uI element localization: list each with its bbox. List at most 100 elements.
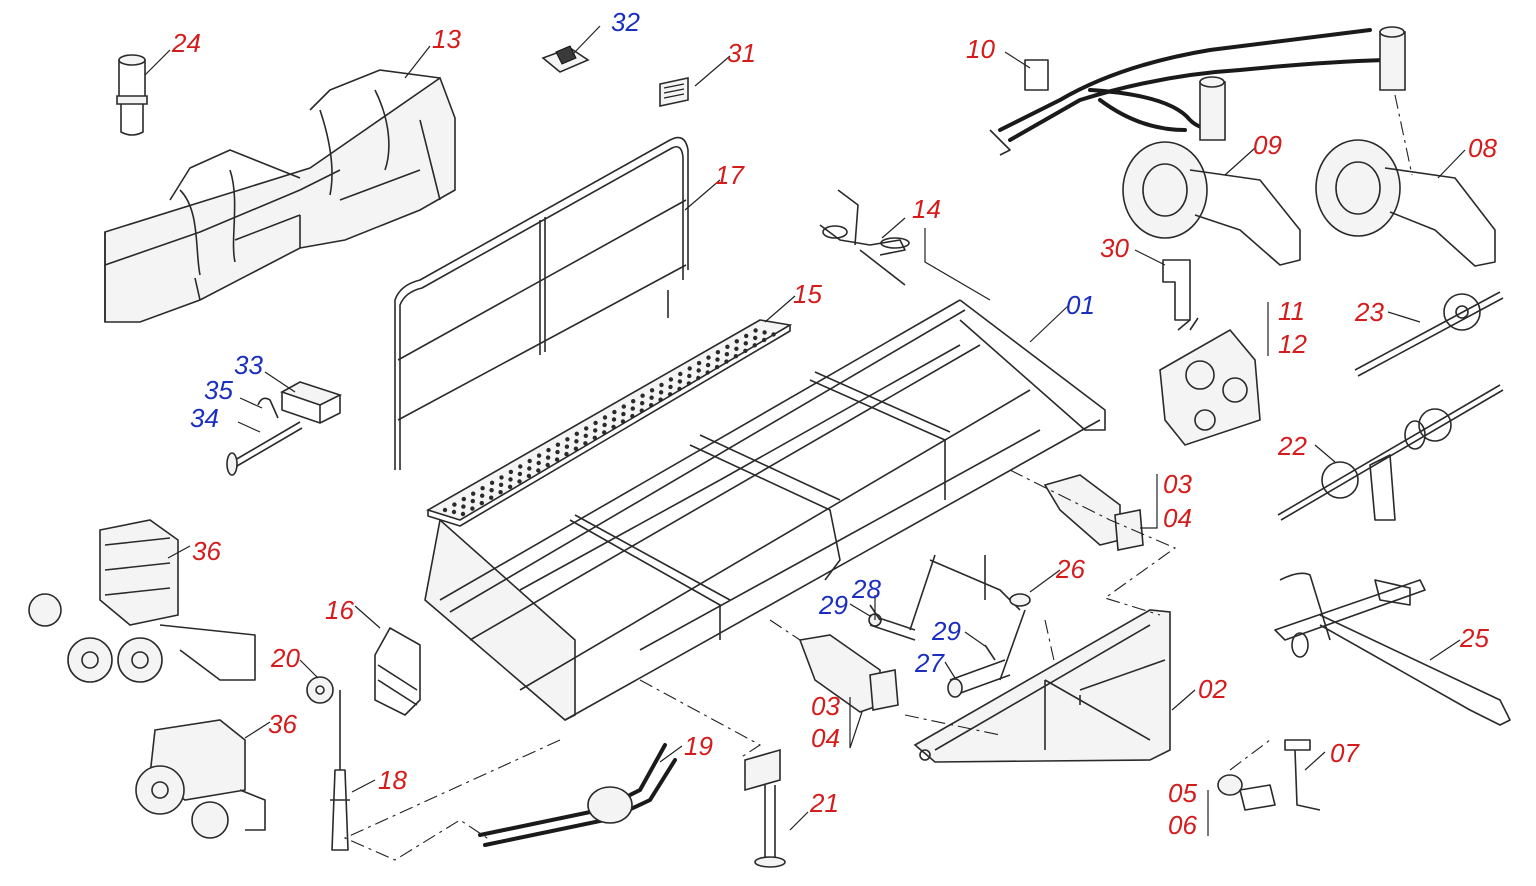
label-36-upper: 36 (192, 536, 221, 566)
perforation-hole (536, 460, 541, 466)
perforation-hole (743, 348, 748, 353)
label-29-left: 29 (819, 590, 848, 620)
part-23-shaft (1354, 291, 1504, 377)
part-07-pin (1284, 739, 1321, 811)
label-32: 32 (611, 7, 640, 37)
perforation-hole (658, 390, 664, 395)
perforation-hole (630, 406, 635, 411)
part-17-railing (394, 136, 689, 470)
perforation-hole (461, 496, 466, 502)
perforation-hole (668, 384, 673, 390)
part-03-04-hitch-lower (798, 634, 899, 713)
perforation-hole (583, 441, 588, 446)
part-14-spring-linkage (819, 189, 910, 286)
perforation-hole (667, 392, 673, 397)
perforation-hole (611, 417, 617, 422)
perforation-hole (480, 486, 485, 491)
perforation-hole (715, 350, 721, 355)
perforation-hole (734, 346, 739, 351)
perforation-hole (734, 339, 739, 344)
perforation-hole (706, 355, 711, 360)
perforation-hole (565, 437, 570, 442)
label-33: 33 (234, 350, 263, 380)
perforation-hole (518, 464, 523, 469)
part-20-sprocket (306, 676, 334, 704)
part-35-clip (257, 397, 279, 419)
perforation-hole (489, 495, 494, 500)
perforation-hole (677, 386, 682, 392)
perforation-hole (452, 502, 457, 507)
perforation-hole (573, 446, 579, 451)
label-16: 16 (325, 595, 354, 625)
perforation-hole (517, 471, 523, 477)
label-02: 02 (1198, 674, 1227, 704)
label-07: 07 (1330, 738, 1359, 768)
perforation-hole (574, 431, 579, 436)
perforation-hole (611, 424, 616, 430)
perforation-hole (460, 511, 466, 517)
perforation-hole (554, 457, 560, 462)
perforation-hole (564, 451, 569, 457)
perforation-hole (686, 381, 692, 386)
perforation-hole (517, 479, 522, 484)
part-11-12-transmission (1159, 317, 1261, 446)
label-24: 24 (172, 28, 201, 58)
label-12: 12 (1278, 329, 1307, 359)
part-03-04-hitch-upper (1043, 474, 1144, 551)
perforation-hole (545, 462, 550, 468)
perforation-hole (442, 507, 448, 513)
perforation-hole (564, 444, 570, 449)
perforation-hole (526, 473, 532, 479)
label-13: 13 (432, 24, 461, 54)
perforation-hole (659, 382, 664, 388)
part-34-pin (226, 421, 303, 476)
perforation-hole (555, 442, 561, 447)
perforation-hole (583, 433, 588, 438)
label-10: 10 (966, 34, 995, 64)
label-27: 27 (915, 648, 944, 678)
label-20: 20 (271, 643, 300, 673)
perforation-hole (498, 490, 503, 495)
perforation-hole (480, 493, 485, 498)
perforation-hole (649, 388, 655, 393)
perforation-hole (696, 368, 701, 373)
perforation-hole (536, 453, 542, 458)
part-10-hydraulic-hoses (989, 28, 1387, 156)
perforation-hole (668, 377, 674, 382)
perforation-hole (687, 373, 692, 379)
part-16-bracket (374, 627, 421, 716)
perforation-hole (639, 408, 644, 413)
part-22-shaft (1277, 384, 1504, 521)
perforation-hole (470, 506, 475, 511)
perforation-hole (499, 475, 504, 480)
perforation-hole (584, 426, 589, 431)
part-21-jack (744, 748, 786, 868)
label-04-upper: 04 (1163, 503, 1192, 533)
perforation-hole (470, 498, 475, 504)
label-17: 17 (715, 160, 744, 190)
perforation-hole (762, 337, 767, 343)
perforation-hole (724, 352, 730, 357)
perforation-hole (687, 366, 692, 371)
perforation-hole (762, 330, 767, 335)
perforation-hole (545, 455, 551, 460)
label-36-lower: 36 (268, 709, 297, 739)
part-19-hoses (478, 743, 677, 847)
label-22: 22 (1278, 431, 1307, 461)
part-31-plate (659, 77, 689, 107)
perforation-hole (630, 413, 635, 419)
perforation-hole (715, 357, 720, 362)
label-05: 05 (1168, 778, 1197, 808)
perforation-hole (714, 364, 720, 370)
perforation-hole (621, 404, 626, 409)
perforation-hole (508, 477, 513, 482)
perforation-hole (451, 509, 457, 515)
perforation-hole (507, 484, 513, 489)
part-02-drawbar (913, 609, 1171, 763)
perforation-hole (743, 341, 748, 346)
part-01-main-frame (424, 299, 1106, 721)
perforation-hole (705, 370, 710, 375)
perforation-hole (631, 399, 636, 404)
